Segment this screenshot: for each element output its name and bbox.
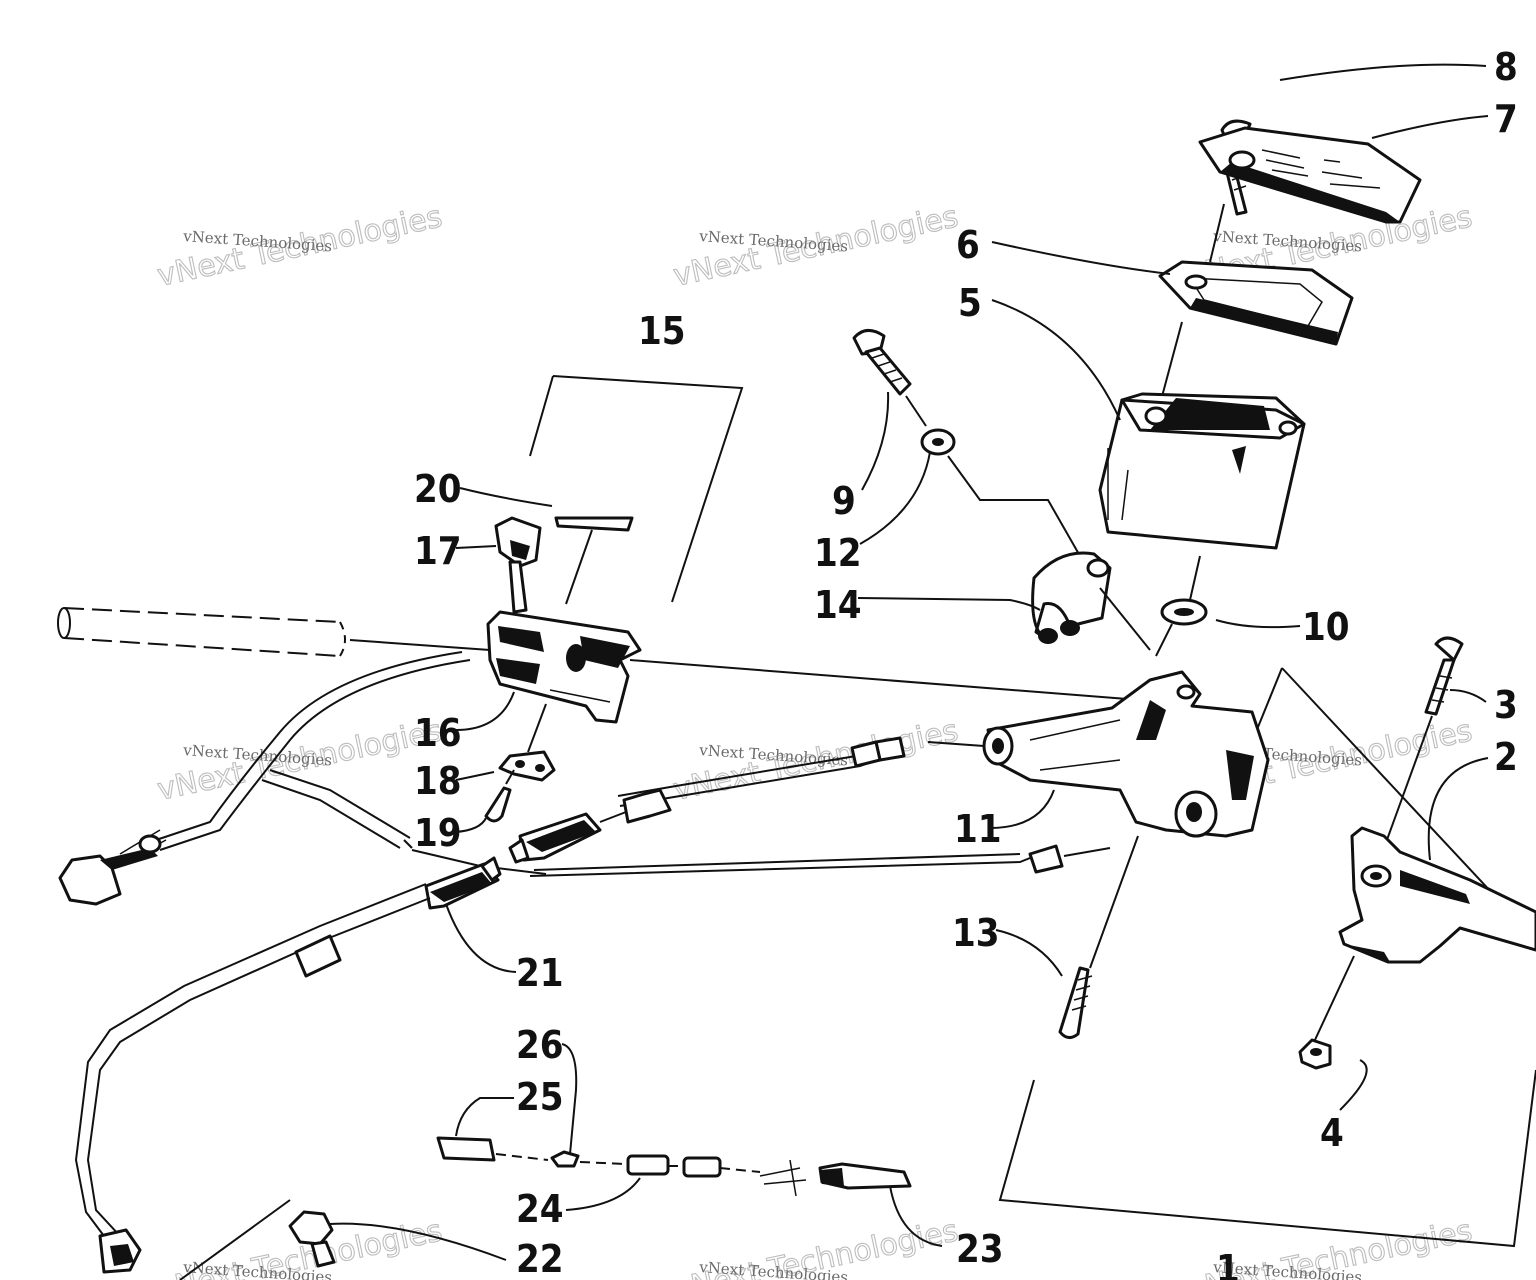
part-7-cover <box>1198 126 1422 224</box>
part-4-nut <box>1298 1038 1332 1070</box>
part-23-bulb <box>759 1159 912 1197</box>
callout-26: 26 <box>516 1023 564 1067</box>
callout-3: 3 <box>1494 683 1518 727</box>
part-13-screw <box>1058 966 1093 1039</box>
part-24-sleeves <box>626 1154 722 1178</box>
callout-6: 6 <box>956 223 980 267</box>
leader-lines <box>329 63 1489 1261</box>
part-19-screw <box>484 769 515 823</box>
callout-10: 10 <box>1302 605 1350 649</box>
callout-15: 15 <box>638 309 686 353</box>
watermark-8: vNext Technologies vNext Technologies <box>670 1213 962 1280</box>
part-18-clip <box>498 703 556 782</box>
part-6-gasket <box>1158 260 1354 346</box>
part-20-pad <box>554 516 634 605</box>
callout-20: 20 <box>414 467 462 511</box>
part-9-bolt <box>852 329 927 427</box>
part-25-terminal <box>436 1136 496 1162</box>
callout-14: 14 <box>814 583 862 627</box>
callout-16: 16 <box>414 711 462 755</box>
watermark-1: vNext Technologies vNext Technologies <box>154 199 446 295</box>
callout-17: 17 <box>414 529 462 573</box>
callout-1: 1 <box>1216 1247 1240 1280</box>
part-21-cable <box>74 736 1111 1274</box>
callout-19: 19 <box>414 811 462 855</box>
callout-12: 12 <box>814 531 862 575</box>
part-17-switch <box>494 516 542 614</box>
callout-7: 7 <box>1494 97 1518 141</box>
part-10-washer <box>1160 598 1208 626</box>
part-12-washer <box>920 428 1081 557</box>
callout-2: 2 <box>1494 735 1518 779</box>
callout-labels: 8 7 6 5 15 9 12 14 20 17 10 3 2 16 18 19… <box>414 45 1518 1280</box>
assembly-outline-15 <box>529 375 744 603</box>
part-5-reservoir <box>1098 392 1306 550</box>
handlebar-phantom <box>57 607 1141 701</box>
part-3-bolt <box>1424 636 1464 716</box>
callout-23: 23 <box>956 1227 1004 1271</box>
watermark-5: vNext Technologies vNext Technologies <box>670 713 962 809</box>
callout-11: 11 <box>954 807 1002 851</box>
callout-18: 18 <box>414 759 462 803</box>
part-11-master-cylinder <box>927 670 1270 838</box>
callout-5: 5 <box>958 281 982 325</box>
callout-8: 8 <box>1494 45 1518 89</box>
callout-21: 21 <box>516 951 564 995</box>
callout-9: 9 <box>832 479 856 523</box>
small-parts-axis <box>495 1153 761 1173</box>
part-2-lever <box>1338 826 1536 964</box>
part-22-switch <box>179 1199 336 1280</box>
part-14-clamp <box>1031 551 1151 651</box>
callout-24: 24 <box>516 1187 564 1231</box>
callout-4: 4 <box>1320 1111 1344 1155</box>
part-16-housing <box>486 610 642 724</box>
callout-25: 25 <box>516 1075 564 1119</box>
callout-22: 22 <box>516 1237 564 1280</box>
watermarks: vNext Technologies vNext Technologies vN… <box>154 199 1476 1280</box>
switch-wiring <box>58 651 547 906</box>
part-26-clip <box>550 1150 580 1168</box>
callout-13: 13 <box>952 911 1000 955</box>
watermark-2: vNext Technologies vNext Technologies <box>670 199 962 295</box>
